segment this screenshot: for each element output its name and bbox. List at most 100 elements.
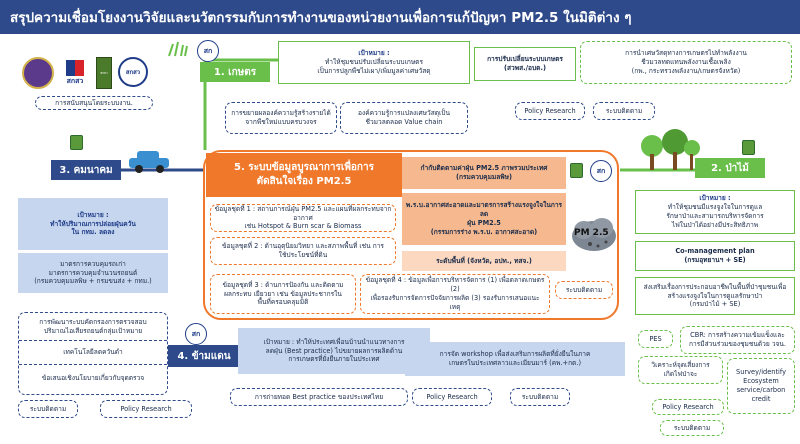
sor-logo: สกสว (118, 57, 148, 87)
agri-energy-text: การนำเศษวัสดุทางการเกษตรไปทำพลังงาน ชีวม… (625, 49, 747, 75)
agri-policy-box: Policy Research (515, 102, 585, 120)
center-set4-text: ข้อมูลชุดที่ 4 : ข้อมูลเพื่อการบริหารจัด… (365, 276, 545, 311)
support-note-text: การสนับสนุนโดยระบบงาน. (55, 98, 133, 107)
page-title: สรุปความเชื่อมโยงงานวิจัยและนวัตกรรมกับก… (10, 10, 632, 26)
agri-logo-label: สก (203, 46, 213, 55)
forest-tag: 2. ป่าไม้ (695, 158, 765, 178)
forest-policy-text: Policy Research (662, 402, 714, 411)
agri-goal-box: เป้าหมาย : ทำให้ชุมชนปรับเปลี่ยนระบบเกษต… (278, 41, 470, 84)
transport-dev3: ข้อเสนอเชิงนโยบายเกี่ยวกับจุดตรวจ (41, 373, 145, 382)
center-monitor-text: ระบบติดตาม (565, 285, 603, 294)
right-p2-text: พ.ร.บ.อากาศสะอาดและมาตรการสร้างแรงจูงใจใ… (405, 201, 563, 236)
center-monitor-box: ระบบติดตาม (555, 281, 613, 299)
center-title: 5. ระบบข้อมูลบูรณาการเพื่อการ ตัดสินใจเร… (234, 162, 374, 187)
tree-icon (640, 128, 700, 173)
forest-promote-text: ส่งเสริมเรื่องการประกอบอาชีพในพื้นที่ป่า… (643, 282, 787, 309)
yoga-label: สกสว (100, 70, 108, 75)
agri-change-box: การปรับเปลี่ยนระบบเกษตร (สวพส./อบต.) (474, 47, 576, 81)
border-policy-box: Policy Research (412, 388, 492, 406)
border-logo-label: สก (191, 329, 201, 338)
agri-change-text: การปรับเปลี่ยนระบบเกษตร (สวพส./อบต.) (487, 55, 563, 72)
forest-cbr-box: CBR: การสร้างความเข้มแข็งและ การมีส่วนร่… (680, 326, 795, 354)
agri-energy-box: การนำเศษวัสดุทางการเกษตรไปทำพลังงาน ชีวม… (580, 41, 792, 84)
right-sor-label: สก (596, 166, 606, 175)
agri-tag-label: 1. เกษตร (213, 66, 257, 78)
agri-bodyknow-text: องค์ความรู้การแปลงเศษวัสดุเป็น ชีวมวลตลอ… (358, 109, 450, 126)
right-p1-logo (570, 163, 583, 178)
royal-seal-icon (22, 57, 54, 89)
border-tag-label: 4. ข้ามแดน (177, 350, 231, 362)
agri-monitor-box: ระบบติดตาม (593, 102, 655, 120)
right-p2-box: พ.ร.บ.อากาศสะอาดและมาตรการสร้างแรงจูงใจใ… (402, 193, 566, 245)
transport-monitor-text: ระบบติดตาม (29, 404, 67, 413)
center-set2: ข้อมูลชุดที่ 2 : ด้านอุตุนิยมวิทยา และสภ… (210, 237, 396, 265)
car-icon (127, 148, 172, 173)
center-set3: ข้อมูลชุดที่ 3 : ด้านการป้องกัน และติดตา… (210, 274, 356, 314)
forest-pes-text: PES (649, 334, 662, 343)
right-p3-box: ระดับพื้นที่ (จังหวัด, อปท., ทสจ.) (402, 251, 566, 271)
forest-logo (742, 140, 755, 155)
border-workshop-box: การจัด workshop เพื่อส่งเสริมการผลิตที่ย… (405, 342, 625, 376)
forest-monitor-box: ระบบติดตาม (660, 420, 724, 436)
transport-tag: 3. คมนาคม (51, 160, 121, 180)
border-goal-box: เป้าหมาย : ทำให้ประเทศเพื่อนบ้านนำแนวทาง… (238, 328, 430, 374)
forest-fire-text: วิเคราะห์จุดเสี่ยงการ เกิดไฟป่าจะ (651, 361, 710, 378)
forest-goal-box: เป้าหมาย : ทำให้ชุมชนมีแรงจูงใจในการดูแล… (635, 190, 795, 234)
agri-policy-text: Policy Research (524, 106, 576, 115)
transport-dev-group: การพัฒนาระบบคัดกรองการตรวจสอบ ปริมาณไอเส… (18, 312, 168, 395)
right-p1-text: กำกับติดตามค่าฝุ่น PM2.5 ภาพรวมประเทศ (ก… (420, 164, 548, 181)
transport-monitor-box: ระบบติดตาม (18, 400, 78, 418)
center-set1: ข้อมูลชุดที่ 1 : สถานการณ์ฝุ่น PM2.5 และ… (210, 204, 396, 232)
sakv-mark-icon (66, 59, 84, 76)
forest-tag-label: 2. ป่าไม้ (711, 162, 749, 174)
transport-goal-box: เป้าหมาย : ทำให้ปริมาณการปล่อยฝุ่นควัน ใ… (18, 198, 168, 250)
forest-comgt-box: Co-management plan (กรมอุทยานฯ + SE) (635, 241, 795, 271)
right-p1-box: กำกับติดตามค่าฝุ่น PM2.5 ภาพรวมประเทศ (ก… (402, 157, 566, 189)
center-title-box: 5. ระบบข้อมูลบูรณาการเพื่อการ ตัดสินใจเร… (206, 153, 402, 197)
border-goal-text: เป้าหมาย : ทำให้ประเทศเพื่อนบ้านนำแนวทาง… (263, 337, 405, 364)
forest-policy-box: Policy Research (652, 399, 724, 415)
border-workshop-text: การจัด workshop เพื่อส่งเสริมการผลิตที่ย… (439, 350, 591, 367)
transport-measure-text: มาตรการควบคุมรถเก่า มาตรการควบคุมจำนวนรถ… (34, 259, 152, 286)
sor-label: สกสว (125, 69, 141, 76)
border-bestpractice-text: การถ่ายทอด Best practice ของประเทศไทย (254, 392, 384, 401)
yoga-logo: สกสว (96, 57, 112, 89)
right-p3-text: ระดับพื้นที่ (จังหวัด, อปท., ทสจ.) (436, 256, 532, 265)
transport-dev1: การพัฒนาระบบคัดกรองการตรวจสอบ ปริมาณไอเส… (19, 313, 167, 341)
border-policy-text: Policy Research (426, 392, 478, 401)
agri-goal-title: เป้าหมาย : (358, 49, 390, 58)
pm25-label: PM 2.5 (574, 228, 609, 238)
sakv-label: สกสว (66, 76, 84, 85)
center-set1-text: ข้อมูลชุดที่ 1 : สถานการณ์ฝุ่น PM2.5 และ… (214, 204, 392, 231)
center-set2-text: ข้อมูลชุดที่ 2 : ด้านอุตุนิยมวิทยา และสภ… (222, 242, 384, 259)
forest-monitor-text: ระบบติดตาม (673, 423, 711, 432)
forest-pes-box: PES (638, 330, 673, 348)
transport-policy-box: Policy Research (100, 400, 192, 418)
agri-tag: 1. เกษตร (200, 62, 270, 82)
forest-goal-title: เป้าหมาย : (699, 194, 731, 203)
forest-fire-box: วิเคราะห์จุดเสี่ยงการ เกิดไฟป่าจะ (638, 356, 723, 384)
pm25-cloud-icon: PM 2.5 (570, 214, 618, 254)
transport-dev2: เทคโนโลยีลดควันดำ (19, 341, 167, 365)
forest-goal-text: ทำให้ชุมชนมีแรงจูงใจในการดูแล รักษาป่าแล… (666, 203, 764, 229)
border-monitor-box: ระบบติดตาม (510, 388, 570, 406)
center-set4: ข้อมูลชุดที่ 4 : ข้อมูลเพื่อการบริหารจัด… (360, 274, 550, 314)
sakv-logo: สกสว (60, 57, 90, 89)
transport-tag-label: 3. คมนาคม (59, 164, 113, 176)
forest-survey-box: Survey/identify Ecosystem service/carbon… (727, 358, 795, 414)
center-set3-text: ข้อมูลชุดที่ 3 : ด้านการป้องกัน และติดตา… (222, 280, 344, 307)
transport-logo (70, 135, 83, 150)
right-sor-logo: สก (590, 160, 612, 182)
agri-extend-text: การขยายผลองค์ความรู้สร้างรายได้ จากพืชให… (231, 109, 331, 126)
border-monitor-text: ระบบติดตาม (521, 392, 559, 401)
agri-bodyknow-box: องค์ความรู้การแปลงเศษวัสดุเป็น ชีวมวลตลอ… (340, 102, 468, 134)
transport-policy-text: Policy Research (120, 404, 172, 413)
forest-comgt-text: Co-management plan (กรมอุทยานฯ + SE) (675, 247, 755, 264)
agri-extend-box: การขยายผลองค์ความรู้สร้างรายได้ จากพืชให… (225, 102, 337, 134)
agri-goal-text: ทำให้ชุมชนปรับเปลี่ยนระบบเกษตร เป็นการปล… (317, 58, 431, 75)
agri-logo: สก (197, 40, 219, 62)
transport-measure-box: มาตรการควบคุมรถเก่า มาตรการควบคุมจำนวนรถ… (18, 253, 168, 293)
agri-monitor-text: ระบบติดตาม (605, 106, 643, 115)
forest-cbr-text: CBR: การสร้างความเข้มแข็งและ การมีส่วนร่… (688, 331, 786, 348)
forest-promote-box: ส่งเสริมเรื่องการประกอบอาชีพในพื้นที่ป่า… (635, 277, 795, 315)
